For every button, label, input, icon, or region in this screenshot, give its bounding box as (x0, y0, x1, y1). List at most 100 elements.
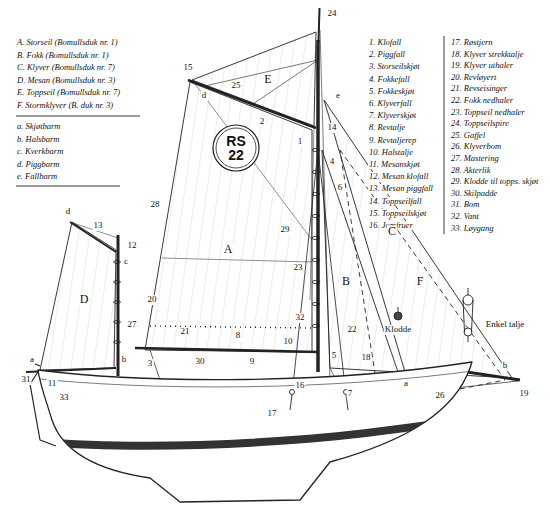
callout-label: A (223, 243, 234, 256)
legend-item: A. Storseil (Bomullsduk nr. 1) (16, 38, 119, 47)
legend-item: 31. Bom (450, 200, 480, 209)
legend-item: e. Fallbarm (16, 172, 58, 181)
legend-item: 4. Fokkefall (368, 75, 411, 84)
callout-label: 8 (235, 331, 242, 341)
legend-item: 30. Skilpadde (450, 189, 498, 198)
tackle-rope (463, 300, 465, 332)
tackle-block (463, 295, 473, 305)
legend-item: a. Skjøtbarm (16, 122, 61, 131)
mast-hoop (312, 214, 320, 217)
callout-label: d (65, 207, 72, 217)
tackle-block (464, 328, 472, 336)
legend-item: c. Kverkbarm (16, 147, 64, 156)
legend-item: 26. Klyverbom (450, 142, 502, 151)
mast-hoop (312, 280, 320, 283)
callout-label: 26 (435, 391, 446, 401)
legend-item: 2. Piggfall (368, 50, 406, 59)
mast-hoop (114, 321, 121, 324)
legend-item: C. Klyver (Bomullsduk nr. 7) (16, 63, 116, 72)
topsail-sheet (192, 80, 312, 240)
callout-label: b (502, 361, 509, 371)
mast-hoop (312, 302, 320, 305)
legend-item: 25. Gaffel (450, 131, 486, 140)
legend-item: d. Piggbarm (16, 160, 61, 169)
callout-label: 9 (249, 357, 256, 367)
callout-label: 27 (127, 320, 138, 330)
hull (38, 362, 472, 502)
callout-label: 19 (519, 389, 530, 399)
legend-item: 17. Røstjern (450, 38, 494, 47)
reef-points (150, 326, 312, 328)
peak-halyard (250, 60, 318, 106)
legend-item: 24. Toppseilspire (450, 119, 510, 128)
callout-label: E (263, 73, 272, 86)
callout-label: 4 (329, 157, 336, 167)
callout-label: 33 (59, 393, 70, 403)
legend-item: 5. Fokkeskjøt (368, 87, 415, 96)
mizzen-gaff (70, 222, 116, 252)
callout-label: 24 (327, 9, 338, 19)
rule (444, 36, 445, 234)
tackle-rope (472, 300, 474, 332)
callout-label: 28 (150, 200, 161, 210)
halyard (320, 30, 330, 380)
tackle-hook (468, 336, 469, 342)
callout-label: e (335, 91, 341, 101)
mast-hoop (114, 301, 121, 304)
legend-item: 9. Revtaljerep (368, 136, 417, 145)
mast-hoop (114, 281, 121, 284)
callout-label: 23 (293, 263, 304, 273)
legend-item: 20. Revløyert (450, 73, 497, 82)
mainmast (316, 40, 320, 372)
callout-label: 25 (231, 81, 242, 91)
storm-jib (340, 150, 505, 405)
callout-label: Klodde (384, 325, 413, 335)
legend-item: F. Stormklyver (B. duk nr. 3) (16, 101, 114, 110)
callout-label: 3 (147, 359, 154, 369)
rubbing-strake (30, 370, 480, 387)
legend-item: 11. Mesanskjøt (368, 160, 421, 169)
legend-item: 3. Storseilskjøt (368, 62, 421, 71)
waterline-stripe (30, 412, 480, 450)
legend-item: B. Fokk (Bomullsduk nr. 1) (16, 51, 110, 60)
legend-item: 7. Klyverskjøt (368, 111, 417, 120)
callout-label: a (29, 355, 35, 365)
callout-label: 6 (337, 183, 344, 193)
legend-item: 10. Halstalje (368, 148, 414, 157)
callout-label: C (387, 225, 397, 238)
topsail-downhaul (310, 126, 314, 300)
callout-label: 18 (361, 353, 372, 363)
legend-item: 28. Akterlik (450, 166, 492, 175)
legend-item: 8. Revtalje (368, 123, 406, 132)
legend-item: 1. Klofall (368, 38, 402, 47)
legend-item: D. Mesan (Bomullsduk nr. 3) (16, 76, 116, 85)
registration-circle: RS 22 (212, 124, 260, 172)
legend-item: 14. Toppseilfall (368, 197, 423, 206)
callout-label: 5 (331, 351, 338, 361)
mast-hoop (312, 148, 320, 151)
legend-item: 13. Mesan piggfall (368, 184, 434, 193)
callout-label: D (79, 293, 90, 306)
sail-number: RS 22 (223, 134, 248, 162)
topmast-spire (319, 8, 320, 42)
callout-label: 14 (327, 123, 338, 133)
mast-hoop (312, 170, 320, 173)
callout-label: d (201, 91, 208, 101)
reef-line (162, 258, 312, 262)
mast-hoop (312, 236, 320, 239)
callout-label: 31 (21, 375, 32, 385)
mast-hoop (312, 324, 320, 327)
legend-item: 19. Klyver uthaler (450, 61, 514, 70)
mast-hoop (114, 341, 121, 344)
callout-label: 30 (195, 357, 206, 367)
callout-label: F (416, 275, 425, 288)
callout-label: B (341, 275, 351, 288)
legend-item: b. Halsbarm (16, 135, 61, 144)
mizzen-sail (40, 222, 116, 370)
mainsail (145, 82, 312, 352)
legend-item: 15. Toppseilskjøt (368, 209, 427, 218)
callout-label: 17 (267, 409, 278, 419)
legend-item: 23. Toppseil nedhaler (450, 108, 526, 117)
legend-item: 33. Løygang (450, 224, 495, 233)
